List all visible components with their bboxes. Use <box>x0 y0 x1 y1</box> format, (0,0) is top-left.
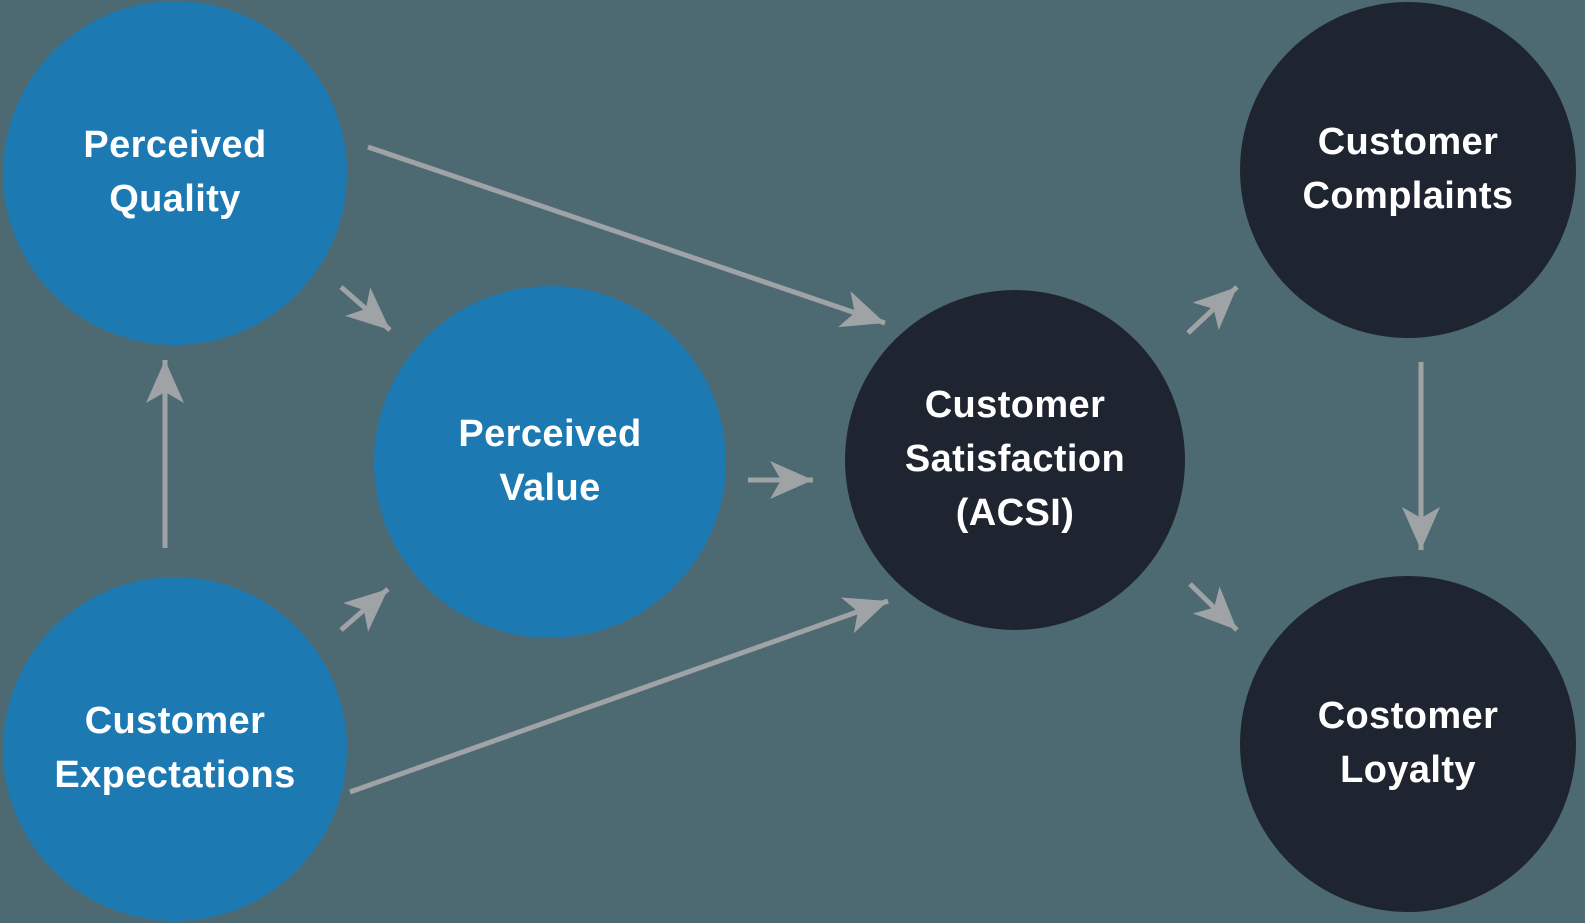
arrow-quality-to-value <box>339 285 392 332</box>
node-label-line: Satisfaction <box>904 438 1126 481</box>
node-label-line: Perceived <box>458 413 642 456</box>
node-customer-complaints: Customer Complaints <box>1240 2 1576 338</box>
arrow-satisfaction-to-loyalty <box>1188 582 1239 632</box>
node-perceived-quality: Perceived Quality <box>3 1 347 345</box>
node-label-line: Value <box>499 467 601 509</box>
node-label-line: Customer <box>1317 121 1499 164</box>
node-label-line: Complaints <box>1302 175 1514 217</box>
node-label-line: Quality <box>109 178 241 220</box>
node-label-line: Customer <box>84 700 266 743</box>
node-perceived-value: Perceived Value <box>374 286 726 638</box>
node-customer-satisfaction: Customer Satisfaction (ACSI) <box>845 290 1185 630</box>
arrow-quality-to-satisfaction <box>367 144 886 328</box>
node-label-line: Customer <box>924 384 1106 427</box>
node-customer-loyalty: Costomer Loyalty <box>1240 576 1576 912</box>
node-label-line: Loyalty <box>1340 749 1476 791</box>
node-label-line: (ACSI) <box>955 491 1075 534</box>
node-label-line: Perceived <box>83 124 267 167</box>
node-customer-expectations: Customer Expectations <box>3 577 347 921</box>
node-label-line: Costomer <box>1317 695 1499 738</box>
arrow-expectations-to-value <box>339 587 390 632</box>
arrow-satisfaction-to-complaints <box>1186 285 1239 335</box>
node-label-line: Expectations <box>54 754 296 796</box>
arrow-expectations-to-satisfaction <box>349 597 889 795</box>
